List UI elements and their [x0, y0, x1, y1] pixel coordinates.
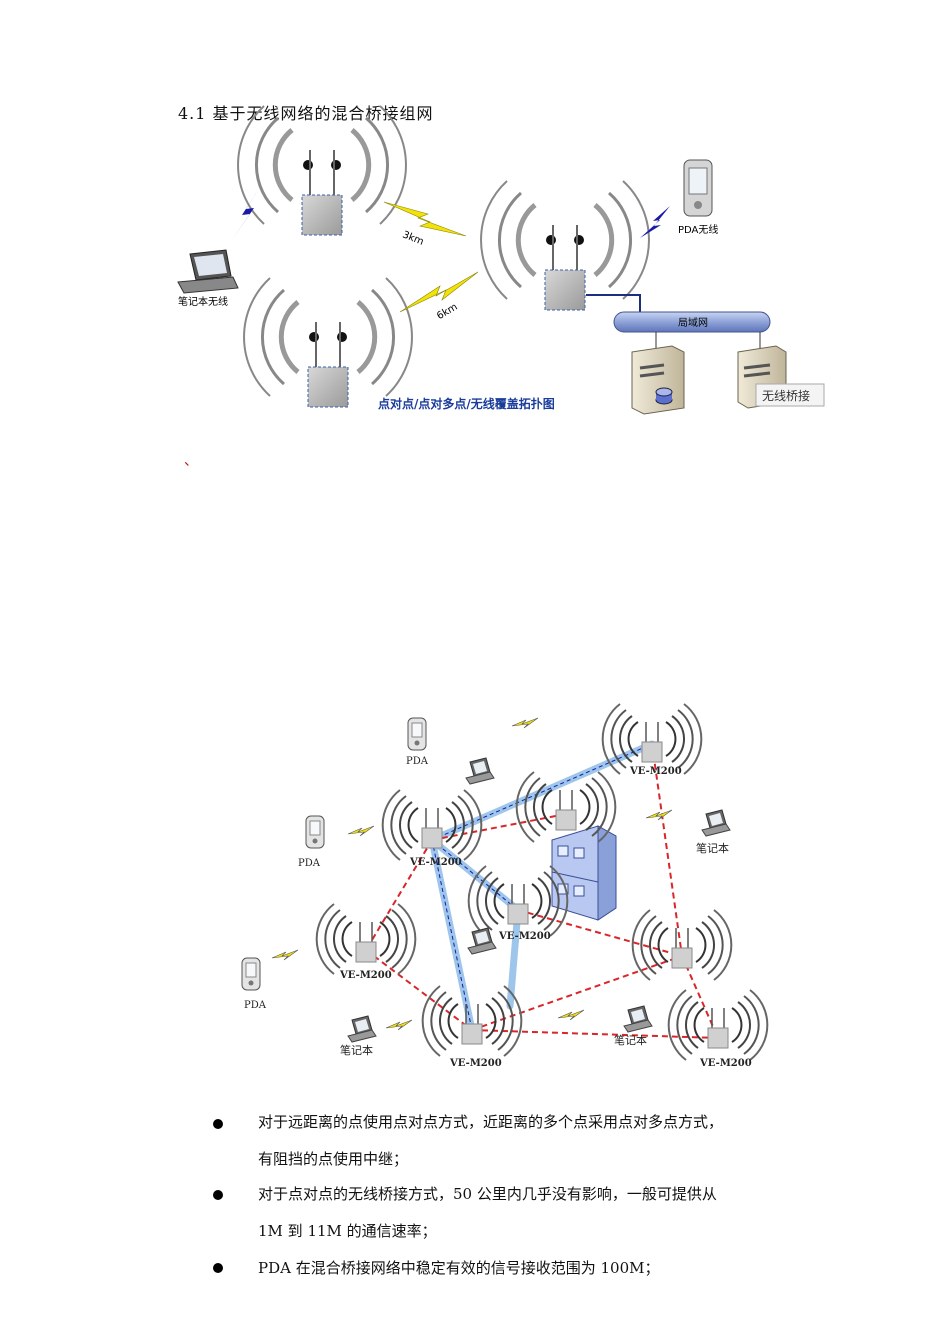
laptop-icon	[177, 249, 239, 294]
wireless-bridge-badge	[755, 383, 825, 407]
lightning-icon	[399, 271, 479, 313]
pda-icon	[241, 957, 261, 991]
laptop-label: 笔记本	[696, 841, 729, 855]
bullet-item-2-line1: 对于点对点的无线桥接方式，50 公里内几乎没有影响，一般可提供从	[258, 1185, 717, 1203]
wireless-bridge-label: 无线桥接	[762, 388, 810, 403]
stray-mark: 、	[184, 453, 198, 469]
laptop-icon	[623, 1005, 653, 1033]
bullet-item-3: PDA 在混合桥接网络中稳定有效的信号接收范围为 100M；	[258, 1250, 818, 1287]
ap-label: VE-M200	[629, 766, 682, 777]
laptop-icon	[467, 927, 497, 955]
laptop-label: 笔记本	[340, 1043, 373, 1057]
laptop-icon	[347, 1015, 377, 1043]
bullet-marker	[213, 1190, 223, 1200]
laptop-icon	[465, 757, 495, 785]
bullet-marker	[213, 1119, 223, 1129]
lightning-icon	[385, 1019, 413, 1031]
pda-label: PDA	[244, 1000, 267, 1011]
bullet-item-2: 对于点对点的无线桥接方式，50 公里内几乎没有影响，一般可提供从 1M 到 11…	[258, 1176, 818, 1250]
diagram-caption: 点对点/点对多点/无线覆盖拓扑图	[378, 396, 555, 411]
bullet-item-1-line1: 对于远距离的点使用点对点方式，近距离的多个点采用点对多点方式，	[258, 1113, 724, 1131]
lightning-icon	[271, 949, 299, 961]
topology-diagram-1: 笔记本无线 3km 6km PDA无线 局域网 无线桥接 点对点/点对多点/无线…	[177, 0, 825, 415]
pda-label: PDA无线	[678, 223, 718, 236]
lightning-icon	[347, 825, 375, 837]
lan-label: 局域网	[678, 316, 708, 329]
ap-label: VE-M200	[409, 857, 462, 868]
bullet-item-1-line2: 有阻挡的点使用中继；	[258, 1150, 409, 1168]
server-icon	[631, 345, 685, 415]
laptop-label: 笔记本无线	[178, 295, 228, 308]
lightning-icon	[511, 717, 539, 729]
pda-label: PDA	[298, 858, 321, 869]
access-point-right	[631, 909, 733, 981]
lan-bus	[613, 311, 771, 333]
lightning-icon	[383, 201, 467, 237]
bullet-item-2-line2: 1M 到 11M 的通信速率；	[258, 1222, 437, 1240]
access-point-top-right	[601, 703, 703, 775]
bullet-item-3-line1: PDA 在混合桥接网络中稳定有效的信号接收范围为 100M；	[258, 1259, 660, 1277]
pda-icon	[407, 717, 427, 751]
pda-icon	[683, 159, 713, 217]
lightning-icon	[640, 206, 670, 238]
access-point-bottom-right	[667, 989, 769, 1061]
ap-label: VE-M200	[699, 1058, 752, 1069]
lightning-icon	[557, 1009, 585, 1021]
bullet-marker	[213, 1263, 223, 1273]
topology-diagram-2: VE-M200 VE-M200 VE-M200 VE-M200 VE-M200 …	[241, 703, 769, 1069]
pda-icon	[305, 815, 325, 849]
section-heading: 4.1 基于无线网络的混合桥接组网	[178, 104, 434, 123]
bullet-item-1: 对于远距离的点使用点对点方式，近距离的多个点采用点对多点方式， 有阻挡的点使用中…	[258, 1104, 818, 1178]
ap-label: VE-M200	[339, 970, 392, 981]
pda-label: PDA	[406, 756, 429, 767]
laptop-label: 笔记本	[614, 1033, 647, 1047]
lightning-icon	[645, 809, 673, 821]
building-icon	[551, 825, 617, 921]
laptop-icon	[701, 809, 731, 837]
ap-label: VE-M200	[449, 1058, 502, 1069]
ap-label: VE-M200	[498, 931, 551, 942]
access-point-left	[315, 903, 417, 975]
